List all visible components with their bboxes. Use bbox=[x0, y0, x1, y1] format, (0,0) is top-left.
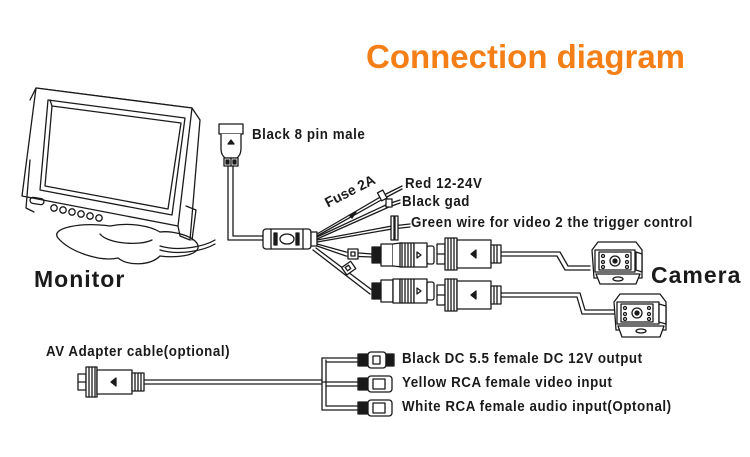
female-connector-2 bbox=[371, 278, 435, 304]
male-connector-2 bbox=[436, 278, 616, 315]
green-wire-label: Green wire for video 2 the trigger contr… bbox=[411, 215, 693, 231]
camera-icon-2 bbox=[613, 293, 667, 338]
black-wire-label: Black gad bbox=[402, 194, 470, 210]
red-wire-label: Red 12-24V bbox=[405, 176, 483, 192]
8-pin-connector-icon bbox=[218, 123, 266, 241]
male-connector-1 bbox=[436, 237, 591, 271]
rca-female-icon-yellow bbox=[357, 375, 393, 393]
av-connector-icon bbox=[77, 366, 323, 398]
av-split-wires bbox=[321, 357, 361, 411]
video-1-wire bbox=[316, 243, 373, 260]
monitor-icon bbox=[21, 87, 216, 265]
dc-female-icon bbox=[357, 351, 395, 369]
rca-female-icon-white bbox=[357, 399, 393, 417]
wire-red bbox=[316, 185, 403, 237]
camera-icon-1 bbox=[591, 241, 643, 285]
camera-label: Camera bbox=[651, 262, 742, 288]
av-output-label-audio: White RCA female audio input(Optonal) bbox=[402, 399, 672, 415]
av-output-label-dc: Black DC 5.5 female DC 12V output bbox=[402, 351, 643, 367]
wire-green bbox=[316, 215, 411, 243]
av-adapter-label: AV Adapter cable(optional) bbox=[46, 344, 231, 360]
female-connector-1 bbox=[371, 242, 435, 268]
video-2-wire bbox=[312, 247, 373, 295]
wire-black bbox=[316, 198, 401, 240]
junction-box-icon bbox=[262, 228, 318, 250]
av-output-label-video: Yellow RCA female video input bbox=[402, 375, 613, 391]
monitor-label: Monitor bbox=[34, 266, 126, 292]
connector-label: Black 8 pin male bbox=[252, 127, 366, 143]
page-title: Connection diagram bbox=[366, 38, 686, 75]
